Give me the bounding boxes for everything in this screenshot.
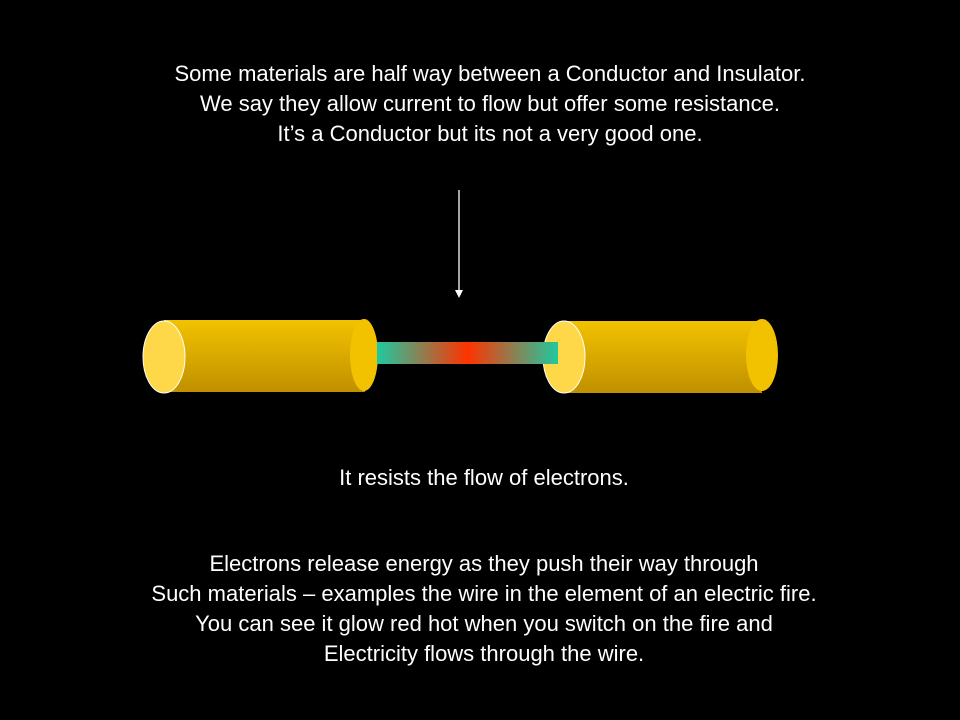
outro-text: Electrons release energy as they push th… (4, 549, 960, 669)
resist-text: It resists the flow of electrons. (4, 463, 960, 493)
intro-line-2: We say they allow current to flow but of… (199, 91, 780, 116)
outro-line-2: Such materials – examples the wire in th… (151, 581, 817, 606)
left-terminal-body (164, 320, 365, 392)
right-terminal (542, 319, 778, 394)
right-terminal-body (564, 321, 762, 393)
intro-line-3: It’s a Conductor but its not a very good… (277, 121, 703, 146)
intro-line-1: Some materials are half way between a Co… (174, 61, 806, 86)
outro-line-4: Electricity flows through the wire. (323, 641, 645, 666)
left-terminal-front-cap (142, 320, 186, 394)
resistive-wire (377, 342, 558, 364)
intro-text: Some materials are half way between a Co… (10, 59, 960, 149)
outro-line-1: Electrons release energy as they push th… (209, 551, 759, 576)
right-terminal-back-end (746, 319, 778, 391)
resist-line: It resists the flow of electrons. (339, 465, 629, 490)
left-terminal (142, 319, 378, 394)
outro-line-3: You can see it glow red hot when you swi… (195, 611, 773, 636)
pointer-arrow-head (455, 290, 463, 298)
left-terminal-back-end (350, 319, 378, 391)
